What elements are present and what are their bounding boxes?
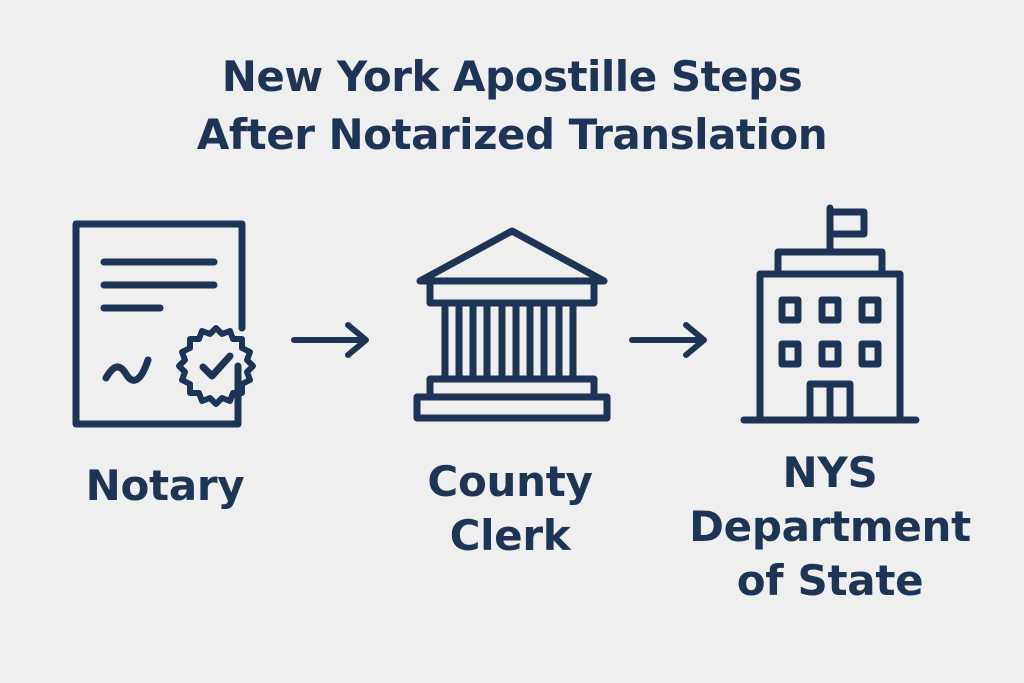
- right-arrow-icon: [628, 320, 710, 360]
- right-arrow-icon: [290, 320, 372, 360]
- step-label-county-clerk: County Clerk: [380, 455, 640, 563]
- step-label-line: Clerk: [449, 511, 571, 560]
- step-label-line: NYS: [782, 448, 878, 497]
- step-label-line: of State: [736, 556, 924, 605]
- step-label-notary: Notary: [40, 459, 290, 513]
- step-label-line: County: [427, 457, 593, 506]
- step-label-line: Notary: [85, 461, 245, 510]
- diagram-title: New York Apostille Steps After Notarized…: [0, 48, 1024, 164]
- title-line-1: New York Apostille Steps: [221, 52, 803, 101]
- title-line-2: After Notarized Translation: [196, 110, 828, 159]
- courthouse-icon: [412, 225, 612, 425]
- step-label-line: Department: [689, 502, 971, 551]
- step-label-nys-department-of-state: NYS Department of State: [680, 446, 980, 608]
- notarized-document-icon: [70, 218, 270, 430]
- government-building-icon: [740, 204, 920, 426]
